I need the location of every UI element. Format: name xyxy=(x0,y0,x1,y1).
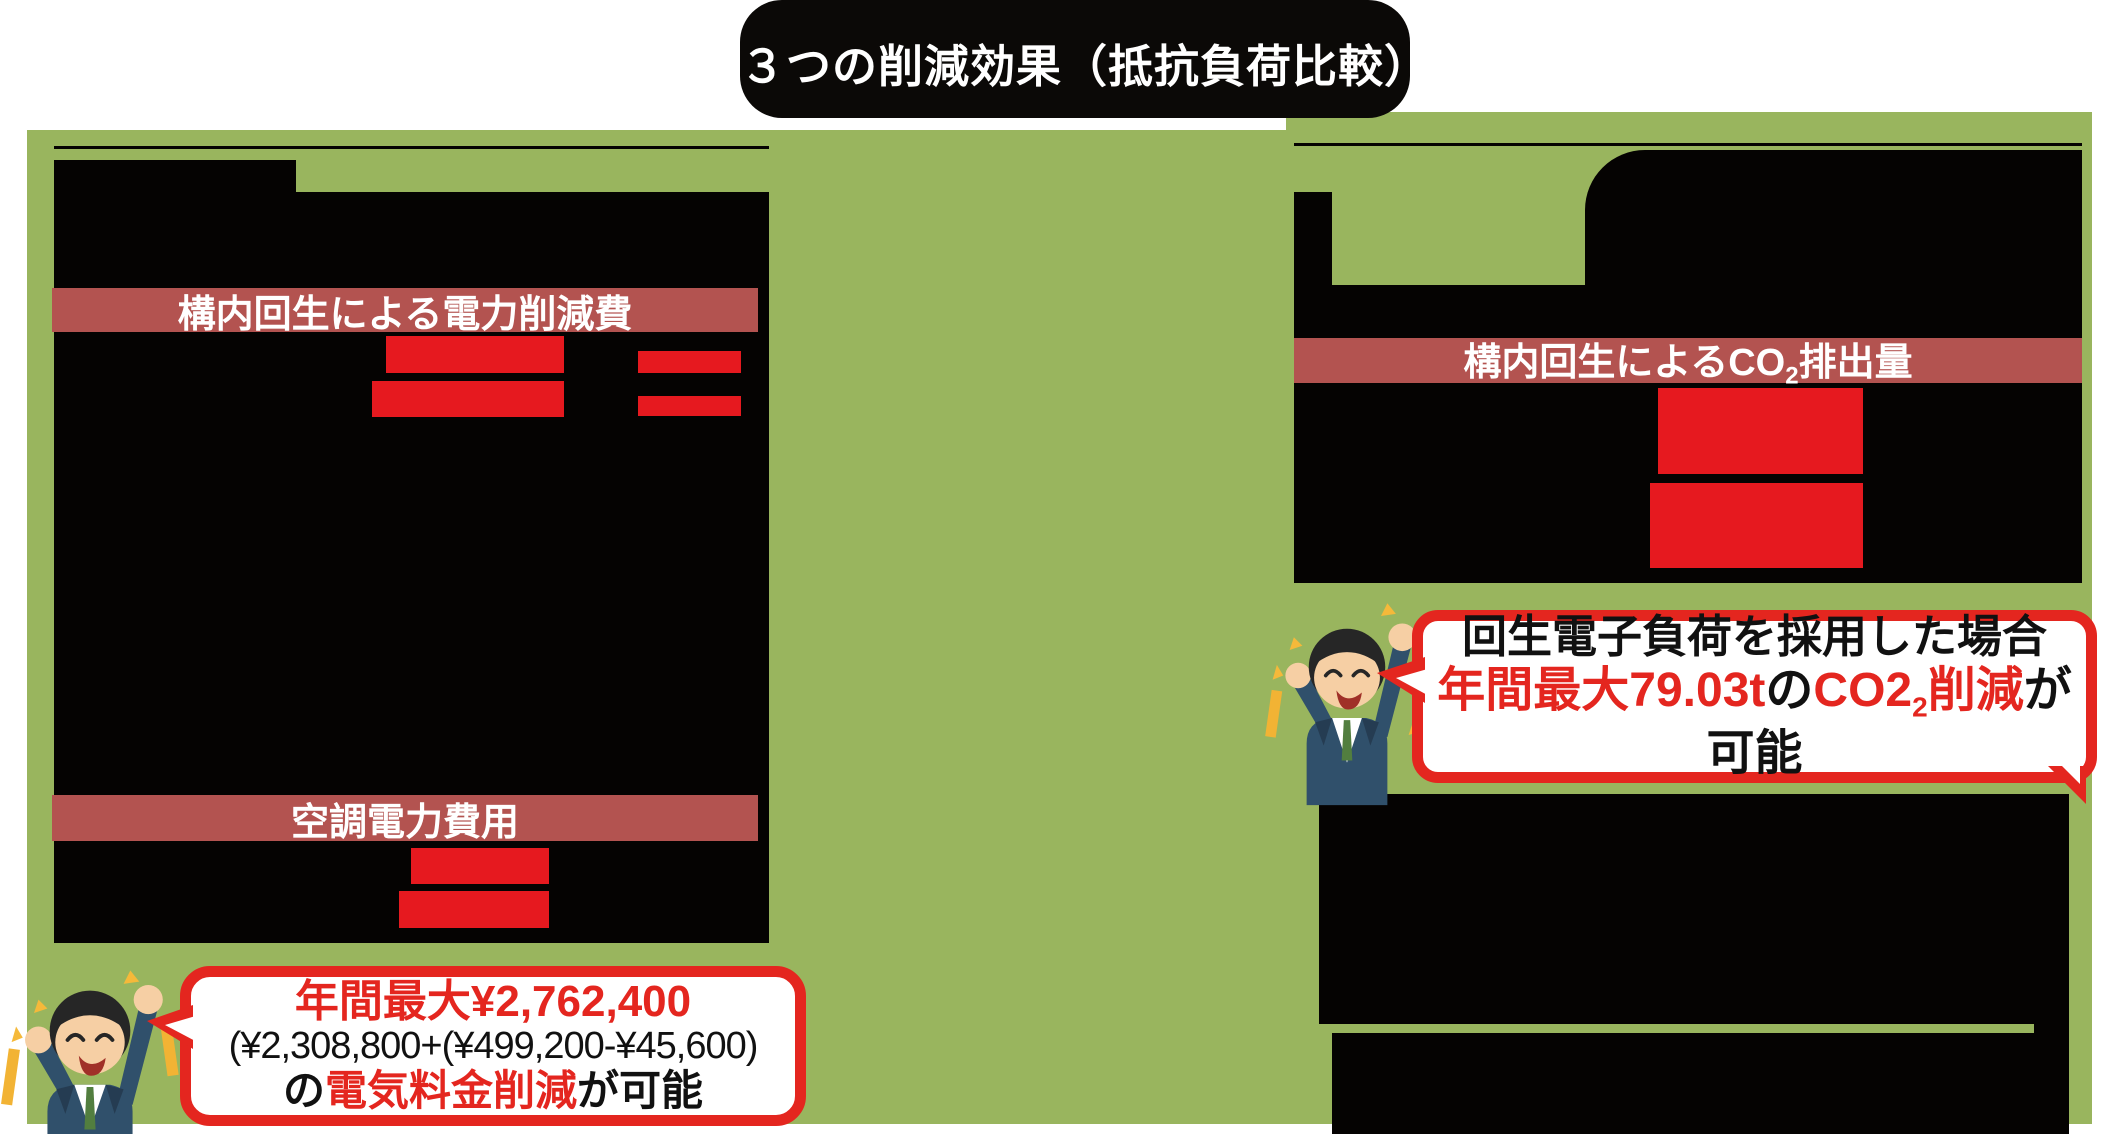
head xyxy=(49,990,131,1076)
body xyxy=(1306,718,1388,806)
co2-bubble-line1: 回生電子負荷を採用した場合 xyxy=(1461,610,2047,662)
left-bottom-banner: 空調電力費用 xyxy=(52,795,758,844)
right-chart-upper-area xyxy=(1585,150,2082,285)
left-bottom-banner-label: 空調電力費用 xyxy=(290,801,519,844)
page-title: ３つの削減効果（抵抗負荷比較） xyxy=(740,40,1431,92)
left-chart-title-block xyxy=(54,160,296,194)
electricity-cost-speech-bubble: 年間最大¥2,762,400 (¥2,308,800+(¥499,200-¥45… xyxy=(147,966,806,1126)
right-banner: 構内回生によるCO2排出量 xyxy=(1294,338,2082,389)
cost-bubble-line1: 年間最大¥2,762,400 xyxy=(294,976,692,1026)
left-aircon-bar-1 xyxy=(411,848,549,884)
co2-speech-bubble: 回生電子負荷を採用した場合 年間最大79.03tのCO22削減が可能 xyxy=(1377,610,2097,804)
right-chart-top-border xyxy=(1294,143,2082,146)
left-equals-bar-bottom xyxy=(638,396,741,416)
cheering-businessman-left-illustration xyxy=(1,970,179,1134)
co2-bubble-line2: 年間最大79.03tのCO22削減が可能 xyxy=(1437,664,2072,780)
right-red-bar-1 xyxy=(1658,388,1863,474)
title-card: ３つの削減効果（抵抗負荷比較） xyxy=(740,0,1431,118)
left-red-bar-1 xyxy=(386,336,564,373)
left-top-banner: 構内回生による電力削減費 xyxy=(52,288,758,336)
left-chart-top-border xyxy=(54,146,769,149)
bottom-right-chart-mass-lower xyxy=(1332,1033,2069,1134)
co2-subscript: 2 xyxy=(1785,362,1799,390)
left-red-bar-2 xyxy=(372,381,564,417)
bottom-right-chart-mass-connector xyxy=(2034,1024,2069,1033)
left-equals-bar-top xyxy=(638,351,741,373)
right-banner-label: 構内回生によるCO2排出量 xyxy=(1463,341,1913,390)
cost-bubble-line2: (¥2,308,800+(¥499,200-¥45,600) xyxy=(228,1025,759,1068)
head xyxy=(1308,628,1386,710)
right-chart-axis-block xyxy=(1294,192,1332,285)
body xyxy=(47,1084,133,1134)
left-top-banner-label: 構内回生による電力削減費 xyxy=(177,293,633,336)
left-aircon-bar-2 xyxy=(399,891,549,928)
right-red-bar-2 xyxy=(1650,483,1863,568)
cost-bubble-line3: の電気料金削減が可能 xyxy=(282,1066,704,1114)
bottom-right-chart-mass-upper xyxy=(1319,794,2069,1024)
